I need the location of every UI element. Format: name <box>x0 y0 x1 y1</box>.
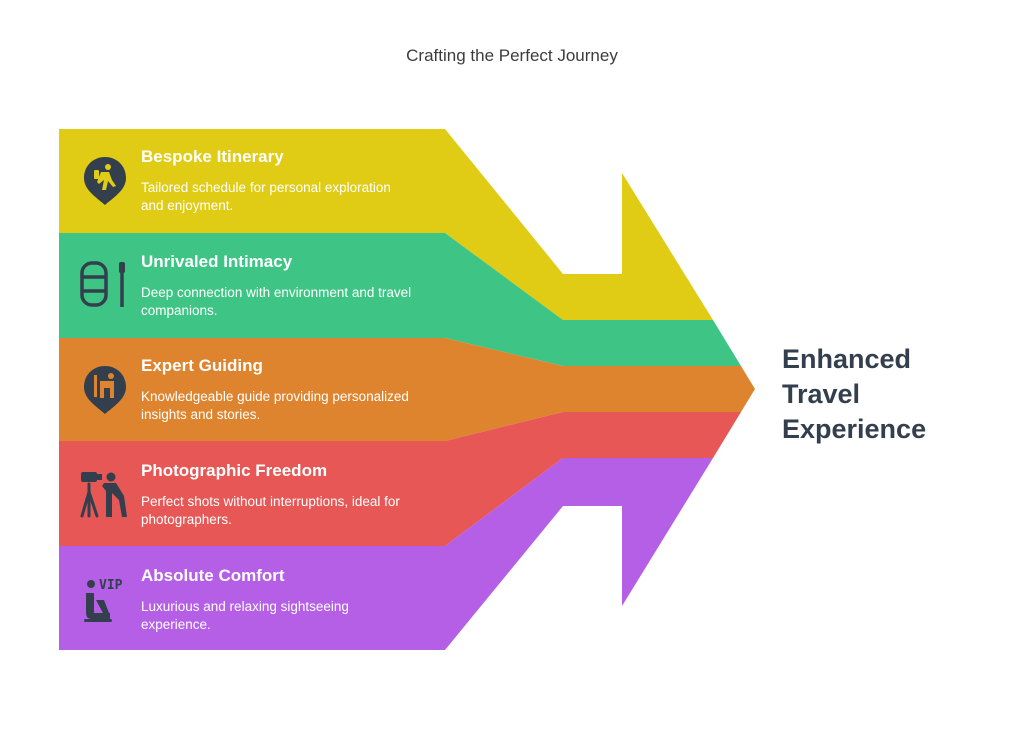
band-description-line: insights and stories. <box>141 407 261 422</box>
band-description-line: experience. <box>141 617 211 632</box>
band-description: Knowledgeable guide providing personaliz… <box>141 388 409 424</box>
band-description-line: Perfect shots without interruptions, ide… <box>141 494 400 509</box>
band-description: Deep connection with environment and tra… <box>141 284 411 320</box>
band-description-line: and enjoyment. <box>141 198 234 213</box>
vip-seat-icon: VIP <box>84 578 123 622</box>
band-title: Unrivaled Intimacy <box>141 252 293 271</box>
band-description: Tailored schedule for personal explorati… <box>141 179 391 215</box>
band-expert-guiding <box>59 338 755 441</box>
band-description-line: Knowledgeable guide providing personaliz… <box>141 389 409 404</box>
raft-paddle-icon <box>80 261 125 307</box>
outcome-line: Experience <box>782 414 927 444</box>
band-description: Perfect shots without interruptions, ide… <box>141 493 400 529</box>
band-description-line: Deep connection with environment and tra… <box>141 285 412 300</box>
outcome-line: Travel <box>782 379 861 409</box>
band-title: Bespoke Itinerary <box>141 147 284 166</box>
band-text-unrivaled-intimacy: Unrivaled Intimacy Deep connection with … <box>141 252 411 320</box>
band-text-expert-guiding: Expert Guiding Knowledgeable guide provi… <box>141 356 409 424</box>
band-photographic-freedom <box>59 412 741 546</box>
band-description-line: Luxurious and relaxing sightseeing <box>141 599 349 614</box>
svg-text:VIP: VIP <box>99 578 123 593</box>
band-title: Expert Guiding <box>141 356 263 375</box>
band-absolute-comfort <box>59 458 713 650</box>
band-text-photographic-freedom: Photographic Freedom Perfect shots witho… <box>141 461 400 529</box>
band-description: Luxurious and relaxing sightseeing exper… <box>141 598 349 634</box>
band-unrivaled-intimacy <box>59 233 741 366</box>
hiker-location-icon <box>84 157 126 205</box>
diagram-title: Crafting the Perfect Journey <box>406 46 618 65</box>
band-title: Photographic Freedom <box>141 461 328 480</box>
band-title: Absolute Comfort <box>141 566 285 585</box>
guide-location-icon <box>84 366 126 414</box>
outcome-line: Enhanced <box>782 344 912 374</box>
band-text-bespoke-itinerary: Bespoke Itinerary Tailored schedule for … <box>141 147 391 215</box>
outcome-label: Enhanced Travel Experience <box>782 342 982 447</box>
photographer-tripod-icon <box>80 472 127 518</box>
band-text-absolute-comfort: Absolute Comfort Luxurious and relaxing … <box>141 566 349 634</box>
band-description-line: companions. <box>141 303 218 318</box>
band-bespoke-itinerary <box>59 129 713 320</box>
band-description-line: Tailored schedule for personal explorati… <box>141 180 391 195</box>
band-description-line: photographers. <box>141 512 232 527</box>
